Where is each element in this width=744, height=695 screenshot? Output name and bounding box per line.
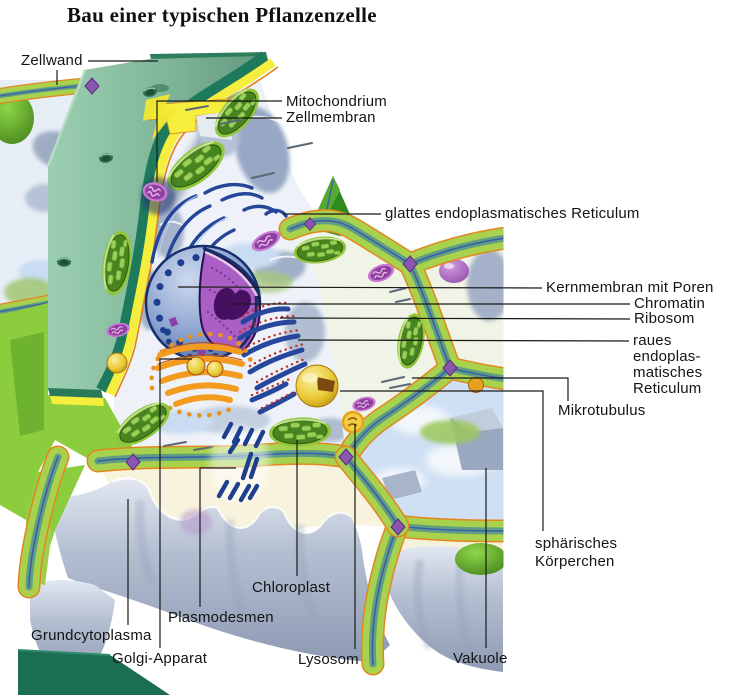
label-chromatin: Chromatin <box>634 295 705 312</box>
label-lysosom: Lysosom <box>298 651 359 668</box>
label-sphaerisches-koerperchen: sphärisches Körperchen <box>535 535 618 570</box>
label-golgi-apparat: Golgi-Apparat <box>112 650 208 667</box>
rough-er <box>237 301 309 415</box>
leader-ribosom <box>279 317 631 320</box>
nucleus <box>144 244 262 362</box>
label-chloroplast: Chloroplast <box>252 579 331 596</box>
microtubules <box>163 105 411 451</box>
label-ribosom: Ribosom <box>634 310 695 327</box>
lysosome <box>341 410 365 434</box>
leader-raues-er <box>297 339 630 342</box>
figure-title: Bau einer typischen Pflanzenzelle <box>67 3 377 27</box>
leader-lines <box>56 60 631 649</box>
label-zellwand: Zellwand <box>21 52 83 69</box>
soft-green-body <box>420 420 480 444</box>
mitochondria <box>104 177 398 415</box>
label-plasmodesmen: Plasmodesmen <box>168 609 274 626</box>
label-zellmembran: Zellmembran <box>286 109 376 126</box>
cell-wall-bands <box>29 176 504 664</box>
leader-plasmodesmen <box>199 467 236 607</box>
leader-golgi <box>159 358 192 648</box>
label-glattes-er: glattes endoplasmatisches Reticulum <box>385 205 640 222</box>
label-mikrotubulus: Mikrotubulus <box>558 402 646 419</box>
golgi-apparatus <box>149 331 255 418</box>
leader-kernmembran <box>177 286 543 289</box>
leader-sphaerisches <box>340 390 544 531</box>
label-grundcytoplasma: Grundcytoplasma <box>31 627 152 644</box>
slab-edge <box>96 51 269 393</box>
plasmodesmata <box>210 421 270 503</box>
label-raues-er: raues endoplas- matisches Reticulum <box>633 332 703 397</box>
left-wall-junction <box>0 303 170 695</box>
leader-mikrotubulus <box>412 377 569 401</box>
bottom-vacuole-mass <box>50 462 396 662</box>
label-kernmembran: Kernmembran mit Poren <box>546 279 714 296</box>
label-vakuole: Vakuole <box>453 650 508 667</box>
leader-mitochondrium <box>156 100 282 182</box>
label-mitochondrium: Mitochondrium <box>286 93 387 110</box>
spherical-bodies <box>106 352 484 434</box>
floor-wedge <box>18 650 170 695</box>
green-plastid <box>0 92 34 144</box>
green-body <box>455 543 504 575</box>
